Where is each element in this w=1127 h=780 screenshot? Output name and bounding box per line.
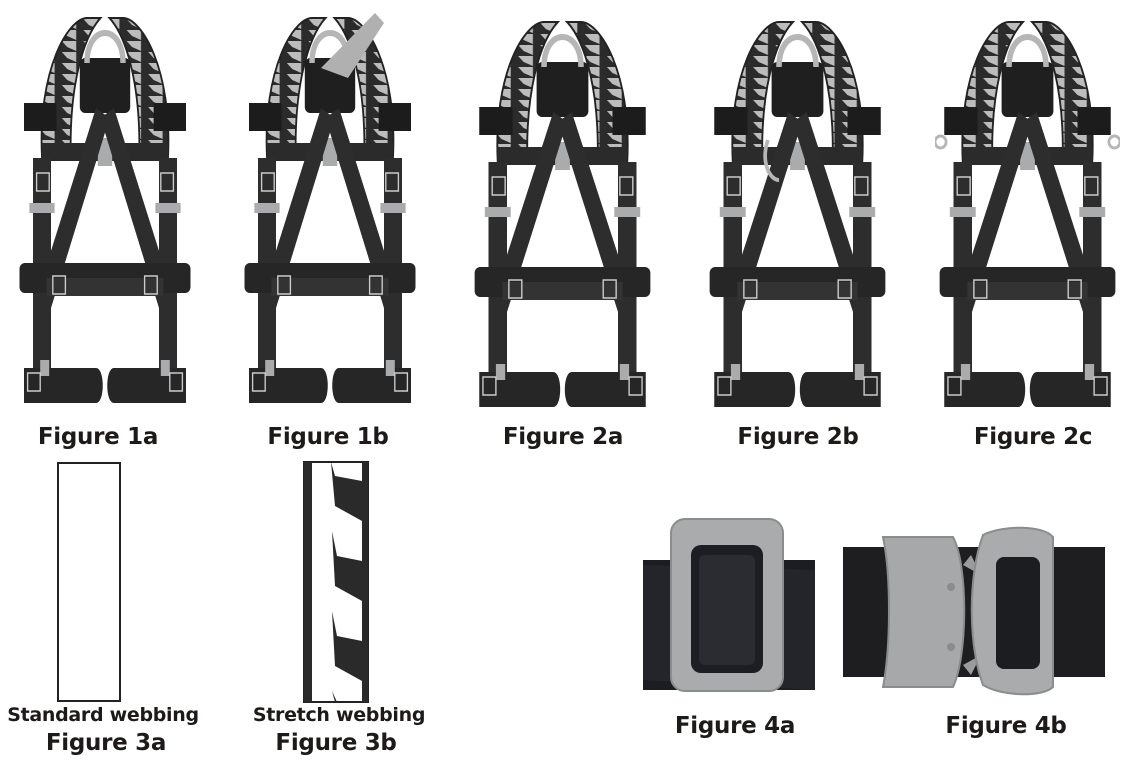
friction-buckle-icon	[643, 518, 815, 692]
stretch-webbing-label: Stretch webbing	[252, 704, 426, 726]
harness-icon	[470, 12, 655, 412]
figure-2b-image	[705, 12, 890, 412]
figure-3a-caption: Figure 3a	[45, 730, 167, 756]
figure-3b-caption: Figure 3b	[275, 730, 397, 756]
harness-icon	[935, 12, 1120, 412]
standard-webbing-label: Standard webbing	[7, 704, 199, 726]
figure-1b-image	[240, 8, 420, 408]
figure-4b-caption: Figure 4b	[945, 713, 1067, 739]
harness-icon	[15, 8, 195, 408]
harness-icon	[240, 13, 420, 408]
figure-2a-image	[470, 12, 655, 412]
figure-2c-caption: Figure 2c	[973, 424, 1093, 450]
extension-strap-icon	[321, 13, 384, 78]
figure-1a-image	[15, 8, 195, 408]
chest-d-ring-icon	[763, 139, 780, 182]
quick-connect-buckle-icon	[843, 526, 1105, 696]
figure-1a-caption: Figure 1a	[37, 424, 159, 450]
stretch-webbing-diagram	[303, 461, 369, 703]
figure-2c-image	[935, 12, 1120, 412]
figure-2a-caption: Figure 2a	[502, 424, 624, 450]
side-d-ring-icon	[935, 134, 948, 150]
standard-webbing-diagram	[57, 462, 121, 702]
figure-1b-caption: Figure 1b	[267, 424, 389, 450]
figure-4b-image	[843, 525, 1105, 700]
harness-icon	[705, 12, 890, 412]
side-d-ring-icon	[1107, 134, 1120, 150]
figure-2b-caption: Figure 2b	[737, 424, 859, 450]
figure-4a-image	[643, 515, 815, 695]
figure-4a-caption: Figure 4a	[674, 713, 796, 739]
stretch-webbing-icon	[303, 461, 369, 703]
